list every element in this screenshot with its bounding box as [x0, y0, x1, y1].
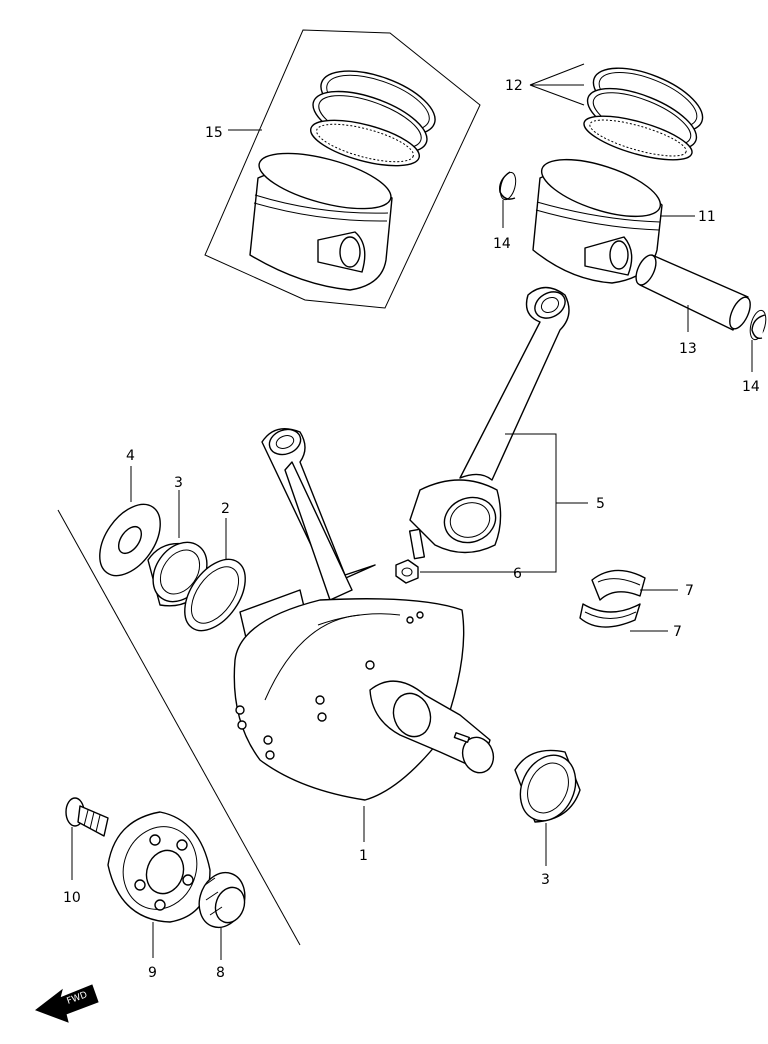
callout-12: 12 [505, 78, 523, 94]
callout-14a: 14 [493, 236, 511, 252]
leader-lines [71, 63, 753, 960]
callout-4: 4 [126, 448, 135, 464]
callout-1: 1 [359, 848, 368, 864]
piston-11 [532, 158, 663, 284]
callout-14b: 14 [742, 379, 760, 395]
bearing-3b [514, 749, 581, 823]
crankshaft-1 [57, 428, 495, 946]
callout-7b: 7 [673, 624, 682, 640]
piston-pin-13 [635, 254, 751, 331]
callout-7a: 7 [685, 583, 694, 599]
thrust-ring-2 [184, 558, 246, 632]
crank-bearing-7b [579, 603, 641, 628]
callout-13: 13 [679, 341, 697, 357]
bolt-10 [65, 797, 109, 837]
needle-bearing-8 [198, 871, 246, 929]
callout-labels: 15 12 11 14 13 14 5 6 7 7 4 3 2 1 3 10 9… [63, 78, 760, 981]
piston-rings-set-15 [310, 70, 436, 167]
callout-11: 11 [698, 209, 716, 225]
piston-rings-12 [583, 67, 704, 161]
fwd-arrow-icon: FWD [34, 984, 99, 1023]
connecting-rod-5 [408, 286, 570, 560]
callout-10: 10 [63, 890, 81, 906]
callout-15: 15 [205, 125, 223, 141]
callout-9: 9 [148, 965, 157, 981]
washer-4 [99, 503, 161, 577]
callout-3a: 3 [174, 475, 183, 491]
circlip-14a [499, 171, 517, 201]
callout-3b: 3 [541, 872, 550, 888]
nut-6 [395, 559, 419, 584]
callout-2: 2 [221, 501, 230, 517]
callout-6: 6 [513, 566, 522, 582]
crank-bearing-7a [591, 569, 646, 601]
piston-set-frame [204, 29, 481, 309]
starter-gear-9 [107, 811, 211, 923]
callout-8: 8 [216, 965, 225, 981]
piston-set-15 [249, 152, 393, 291]
callout-5: 5 [596, 496, 605, 512]
circlip-14b [749, 309, 767, 341]
